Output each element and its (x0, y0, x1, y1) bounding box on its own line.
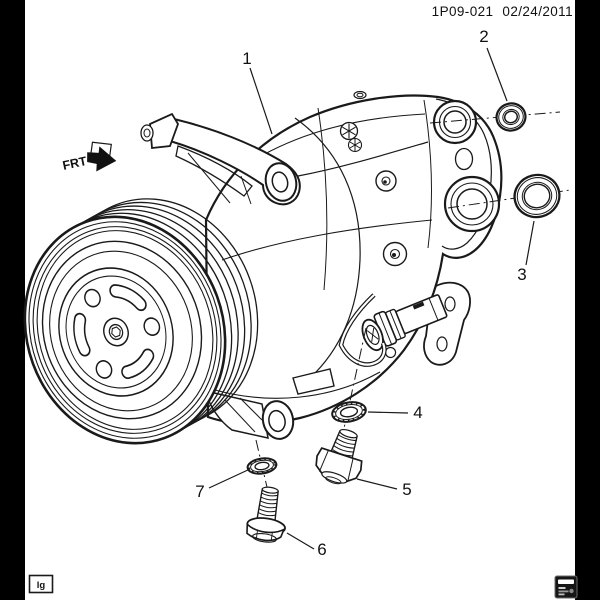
figure-code: 1P09-021 (432, 4, 494, 19)
electrical-connector (361, 294, 448, 359)
callouts: 1 2 3 4 5 6 7 (195, 27, 535, 559)
frt-label: FRT (61, 154, 88, 173)
callout-4-label: 4 (413, 403, 422, 422)
artist-initials-label: lg (37, 580, 46, 591)
compressor-clutch-pulley (23, 198, 259, 445)
watermark-logo (554, 575, 578, 599)
washer-item-4 (331, 401, 367, 423)
callout-1-label: 1 (242, 49, 251, 68)
callout-2-leader (486, 47, 508, 102)
callout-3-leader (525, 220, 535, 266)
mounting-bracket (140, 112, 301, 206)
callout-7-leader (208, 468, 251, 489)
drawing-number: 1P09-021 02/24/2011 (432, 4, 573, 19)
callout-6-label: 6 (317, 540, 326, 559)
bolt-item-6 (246, 486, 286, 543)
casting-mark-icon (339, 121, 363, 153)
callout-1-leader (249, 67, 273, 135)
callout-6-leader (286, 532, 315, 550)
right-pillarbox (575, 0, 600, 600)
frt-direction-indicator: FRT (61, 141, 117, 173)
callout-3-label: 3 (517, 265, 526, 284)
seal-ring-item-2 (495, 102, 527, 132)
callout-4-leader (367, 411, 409, 414)
valve-item-5 (315, 428, 363, 485)
callout-5-leader (356, 478, 398, 490)
left-pillarbox (0, 0, 25, 600)
callout-2-label: 2 (479, 27, 488, 46)
frt-arrow-icon (87, 141, 117, 172)
callout-7-label: 7 (195, 482, 204, 501)
artist-initials-box: lg (28, 574, 54, 594)
wire-harness (338, 293, 387, 367)
callout-5-label: 5 (402, 480, 411, 499)
figure-date: 02/24/2011 (502, 4, 573, 19)
washer-item-7 (246, 457, 278, 475)
seal-ring-item-3 (513, 173, 561, 219)
